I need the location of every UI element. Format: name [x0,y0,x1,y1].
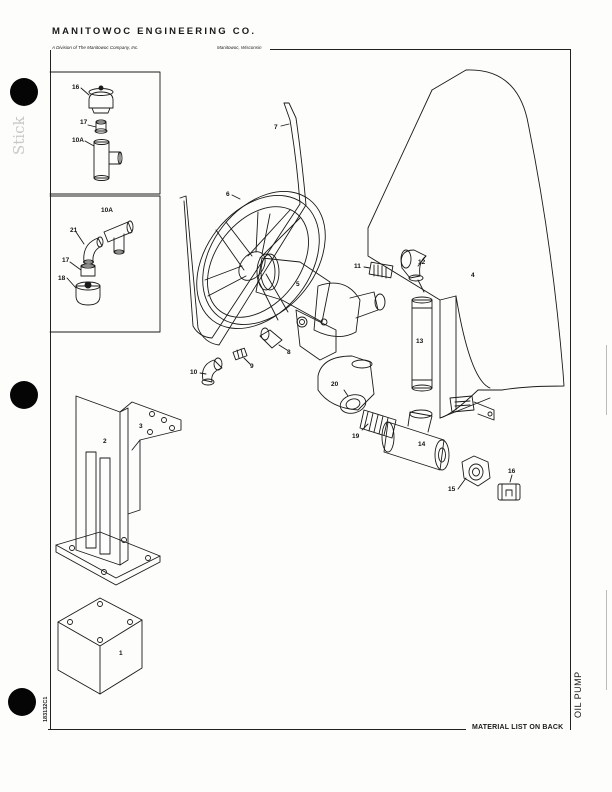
street-elbow-10 [201,357,223,386]
frame-right-border [570,49,571,730]
margin-mark [606,590,607,690]
tee-14 [381,409,450,471]
leader [417,255,427,267]
binder-hole [10,381,38,409]
leader [278,344,288,351]
hex-bushing-15 [461,455,491,487]
inset1-tee [93,139,123,181]
callout-label: 11 [354,263,361,270]
callout-label: 6 [226,191,230,198]
location-line: Manitowoc, Wisconsin [217,45,262,50]
inset2-elbow [83,236,104,265]
guard-bracket [449,395,495,421]
callout-label: 10A [72,137,84,144]
nipple-19 [359,409,397,439]
header-rule [270,49,570,50]
pipe-13 [411,296,433,392]
callout-label: 17 [62,257,70,264]
leader [343,389,349,397]
v-belt [179,102,307,346]
leader [75,231,85,245]
callout-label: 16 [72,84,80,91]
callout-label: 15 [448,486,456,493]
callout-label: 9 [250,363,254,370]
binder-hole [10,78,38,106]
guard-housing [367,69,565,419]
pump-bracket [55,395,182,586]
nipple-fitting [232,347,248,361]
inset2-bushing [80,263,96,277]
margin-mark [606,345,607,415]
bushing-fitting [259,327,283,349]
leader [231,194,241,200]
inset2-cap [75,281,101,306]
division-line: A Division of The Manitowoc Company, Inc… [52,45,139,50]
inset1-breather-cap [88,85,114,114]
callout-label: 4 [471,272,475,279]
callout-label: 7 [274,124,278,131]
callout-label: 14 [418,441,426,448]
callout-label: 10A [101,207,113,214]
callout-label: 16 [508,468,516,475]
elbow-20 [317,355,375,414]
callout-label: 19 [352,433,360,440]
callout-label: 12 [418,259,426,266]
callout-label: 18 [58,275,66,282]
callout-label: 5 [296,281,300,288]
base-block [57,597,143,695]
callout-label: 20 [331,381,339,388]
leader [199,372,207,375]
callout-label: 17 [80,119,88,126]
callout-label: 8 [287,349,291,356]
company-name: MANITOWOC ENGINEERING CO. [52,26,257,37]
callout-label: 1 [119,650,123,657]
frame-left-border [50,50,51,730]
oil-pump-body [255,253,386,361]
inset-box-2 [49,195,161,333]
leader [417,279,425,293]
leader [66,277,77,289]
callout-label: 13 [416,338,424,345]
sheave-wheel [196,191,326,329]
inset2-tee [103,220,134,255]
callout-label: 10 [190,369,198,376]
leader [87,124,97,128]
material-list-note: MATERIAL LIST ON BACK [472,724,564,731]
leader [84,140,95,147]
inset-box-1 [49,71,161,195]
leader [243,357,251,365]
callout-label: 2 [103,438,107,445]
leader [69,261,82,271]
footer-rule [48,729,466,730]
callout-label: 21 [70,227,78,234]
leader [280,123,290,127]
breather-plug-16 [497,483,521,501]
leader [363,266,371,269]
callout-label: 3 [139,423,143,430]
leader [361,423,369,431]
leader [509,474,513,483]
leader [80,87,90,96]
nipple-11 [368,261,394,279]
binder-hole [8,688,36,716]
inset1-bushing [94,119,108,134]
leader [457,477,467,490]
